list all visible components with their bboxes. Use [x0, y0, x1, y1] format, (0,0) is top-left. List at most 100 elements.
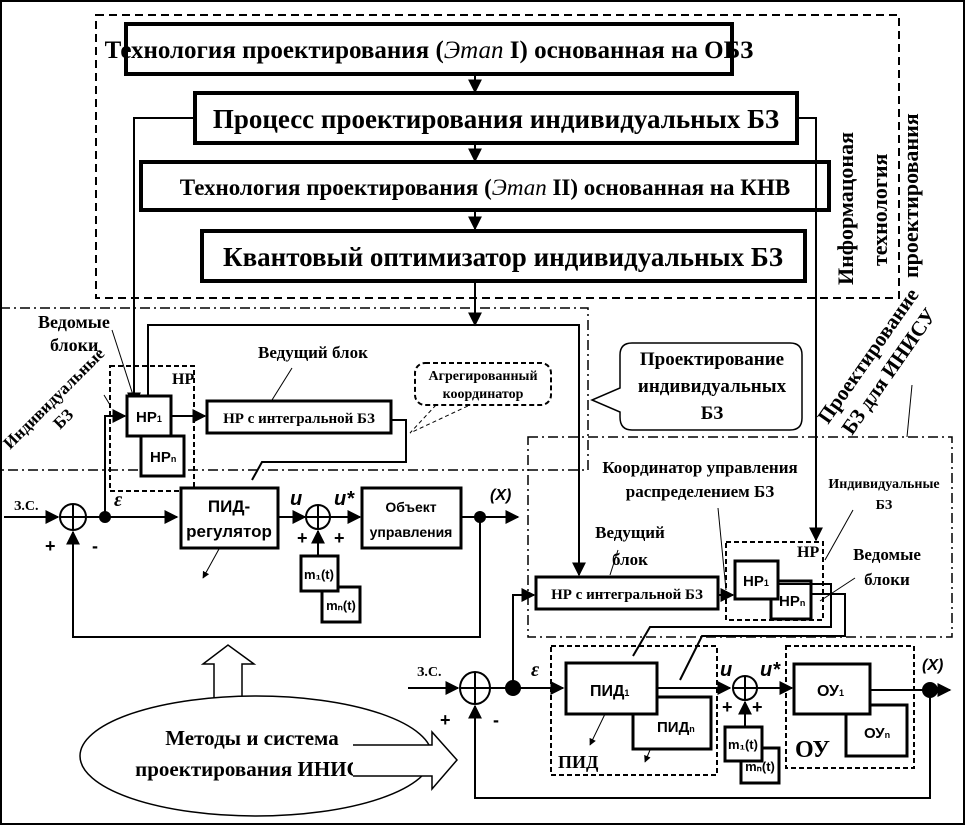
top-dist-plus-1: +: [297, 528, 308, 548]
top-slave-pointer: [111, 329, 134, 396]
bottom-oun-label: ОУ: [864, 725, 885, 742]
top-mn-label: mₙ(t): [326, 598, 356, 613]
bottom-sum-junction: [459, 671, 491, 705]
svg-text:НР1: НР1: [743, 573, 769, 590]
bottom-slave-label-1: Ведомые: [853, 545, 921, 564]
bottom-slave-label-2: блоки: [864, 570, 910, 589]
svg-text:ОУn: ОУn: [864, 725, 890, 742]
coordinator-label-2: распределением БЗ: [626, 482, 775, 501]
aggregated-coordinator-pointer: [409, 404, 471, 434]
bottom-nr-group-frame: [725, 541, 824, 621]
bottom-nr-group-label: НР: [797, 544, 819, 561]
bottom-master-label-2: блок: [612, 550, 648, 569]
bottom-master-pointer: [609, 549, 619, 576]
bottom-pid1-pointer: [589, 713, 606, 746]
optimizer-distribution-line: [147, 324, 586, 577]
top-feedback-line: [66, 517, 481, 638]
top-master-label: Ведущий блок: [258, 343, 368, 362]
optimizer-label: Квантовый оптимизатор индивидуальных БЗ: [223, 242, 783, 272]
callout-individual-design: [590, 342, 803, 431]
top-ikb-pointer: [103, 394, 111, 406]
top-pid-pointer: [202, 548, 220, 579]
diag-label-pointer: [906, 384, 913, 438]
bottom-ikb-pointer: [824, 509, 854, 561]
info-tech-side-label: Информацоная технология проектирования: [833, 113, 923, 285]
top-disturbance-sum: [305, 504, 331, 530]
bottom-m1-box: [723, 725, 764, 763]
top-epsilon: ε: [114, 489, 123, 511]
bottom-ou1-label: ОУ: [817, 683, 840, 700]
top-nr1-sub: 1: [157, 414, 162, 424]
stage2-post: II) основанная на КНВ: [547, 175, 790, 200]
top-individual-kb-label: Индивидуальные БЗ: [0, 344, 109, 453]
top-nrn-box: [139, 434, 186, 478]
bottom-setpoint: З.С.: [417, 665, 442, 680]
top-minus: -: [92, 536, 98, 556]
bottom-master-box: [534, 575, 720, 611]
bottom-dist-plus-1: +: [722, 697, 733, 717]
bottom-pidn-sub: n: [689, 724, 695, 734]
stage1-stage: Этап: [444, 37, 504, 64]
top-u: u: [290, 488, 302, 510]
bottom-nr1-box: [733, 559, 780, 601]
top-mn-box: [320, 585, 362, 624]
bottom-mn-label: mₙ(t): [745, 759, 775, 774]
top-nrn-sub: n: [171, 454, 177, 464]
process-to-bottom-nr-line: [797, 117, 823, 542]
bottom-pidn-pointer: [644, 749, 651, 763]
svg-text:НР1: НР1: [136, 409, 162, 426]
bottom-master-box-label: НР с интегральной БЗ: [551, 587, 703, 603]
side-label-line-2: технология: [867, 153, 892, 266]
top-master-box-label: НР с интегральной БЗ: [223, 411, 375, 427]
bottom-oun-sub: n: [885, 730, 891, 740]
svg-text:Технология проектирования (Эта: Технология проектирования (Этап I) основ…: [105, 37, 754, 64]
top-plus: +: [45, 536, 56, 556]
aggregated-coordinator-2: координатор: [443, 387, 524, 402]
top-m1-label: m₁(t): [304, 567, 334, 582]
top-setpoint: З.С.: [14, 499, 39, 514]
bottom-disturbance-sum: [732, 675, 758, 701]
svg-text:НРn: НРn: [150, 449, 176, 466]
callout-line-1: Проектирование: [640, 349, 784, 370]
bottom-pidn-label: ПИД: [657, 719, 690, 736]
coordinator-label-1: Координатор управления: [602, 458, 797, 477]
top-nr-group-frame: [109, 365, 195, 492]
bottom-plus: +: [440, 710, 451, 730]
bottom-u: u: [720, 659, 732, 681]
bottom-pid-group-frame: [550, 645, 718, 776]
bottom-pid1-box: [564, 661, 659, 716]
stage1-post: I) основанная на ОБЗ: [504, 37, 754, 64]
top-pid-label-1: ПИД-: [208, 497, 250, 516]
top-plant-box: [360, 486, 463, 550]
bottom-pid1-sub: 1: [624, 688, 629, 698]
bottom-epsilon: ε: [531, 659, 540, 681]
top-plant-label-2: управления: [370, 524, 453, 540]
svg-text:Технология проектирования (Эта: Технология проектирования (Этап II) осно…: [180, 175, 790, 200]
stage1-pre: Технология проектирования (: [105, 37, 444, 64]
bottom-minus: -: [493, 710, 499, 730]
top-pid-label-2: регулятор: [186, 522, 272, 541]
svg-text:ПИДn: ПИДn: [657, 719, 695, 736]
bottom-slave-pointer: [819, 577, 856, 602]
side-label-line-1: Информацоная: [833, 132, 858, 285]
bottom-master-label-1: Ведущий: [595, 523, 665, 542]
coordinator-pointer: [717, 507, 727, 591]
top-output: (X): [490, 487, 511, 504]
bottom-nr1-sub: 1: [764, 578, 769, 588]
svg-text:НРn: НРn: [779, 593, 805, 610]
bottom-error-to-master-line: [512, 588, 536, 688]
top-dist-plus-2: +: [334, 528, 345, 548]
top-nrn-label: НР: [150, 449, 171, 466]
top-sum-junction: [59, 503, 87, 531]
bottom-ou1-box: [792, 662, 872, 716]
top-master-pointer: [271, 367, 293, 401]
aggregated-coordinator-1: Агрегированный: [428, 369, 537, 384]
process-box: Процесс проектирования индивидуальных БЗ: [193, 91, 799, 145]
top-nr1-label: НР: [136, 409, 157, 426]
bottom-nr1-label: НР: [743, 573, 764, 590]
bottom-nrn-sub: n: [800, 598, 806, 608]
bottom-m1-label: m₁(t): [728, 737, 758, 752]
bottom-output: (X): [922, 657, 943, 674]
top-slave-blocks-label-1: Ведомые: [38, 312, 110, 332]
